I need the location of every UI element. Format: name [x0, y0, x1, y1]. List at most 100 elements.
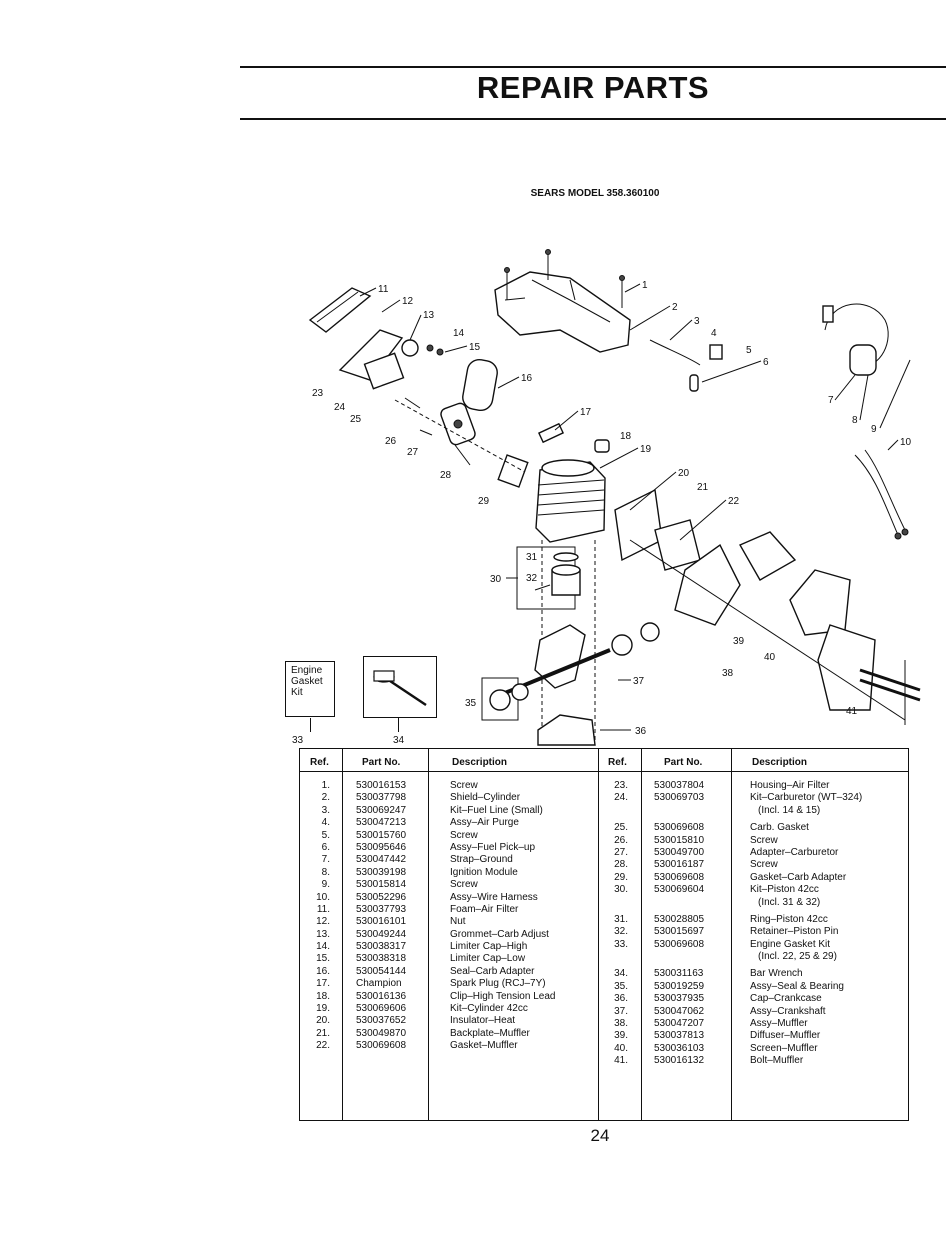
ref-cell: 9. [321, 879, 330, 891]
description-note-cell: (Incl. 22, 25 & 29) [758, 951, 837, 963]
diagram-label-35: 35 [465, 698, 477, 709]
ref-cell: 5. [321, 829, 330, 841]
ref-cell: 2. [321, 792, 330, 804]
ref-cell: 1. [321, 780, 330, 791]
ref-cell: 26. [614, 834, 628, 846]
ref-cell: 14. [316, 941, 330, 953]
description-cell: Assy–Fuel Pick–up [450, 841, 536, 853]
ref-cell: 31. [614, 913, 628, 925]
description-cell: Screw [450, 829, 478, 841]
table-divider [641, 749, 642, 1120]
description-cell: Seal–Carb Adapter [450, 965, 535, 977]
kit-ref-number: 33 [292, 735, 304, 746]
description-cell: Strap–Ground [450, 854, 513, 866]
bar-wrench-icon [373, 670, 427, 707]
description-cell: Housing–Air Filter [750, 780, 830, 791]
part-number-cell: 530038318 [356, 953, 407, 965]
ref-cell: 23. [614, 780, 628, 791]
diagram-label-7: 7 [828, 395, 834, 406]
top-rule [240, 66, 946, 68]
diagram-label-10: 10 [900, 437, 912, 448]
part-number-cell: 530049870 [356, 1027, 407, 1039]
part-number-cell: 530019259 [654, 980, 705, 992]
part-number-cell: 530036103 [654, 1042, 705, 1054]
description-cell: Carb. Gasket [750, 822, 809, 834]
description-cell: Retainer–Piston Pin [750, 926, 839, 938]
carb-adapter-drawing [394, 397, 529, 488]
part-number-cell: Champion [356, 978, 402, 990]
description-cell: Bolt–Muffler [750, 1055, 804, 1067]
table-divider [428, 749, 429, 1120]
header-part-left: Part No. [362, 757, 401, 768]
diagram-label-28: 28 [440, 470, 452, 481]
header-desc-right: Description [752, 757, 808, 768]
diagram-label-21: 21 [697, 482, 709, 493]
part-number-cell: 530016132 [654, 1055, 705, 1067]
part-number-cell: 530047062 [654, 1005, 705, 1017]
description-cell: Grommet–Carb Adjust [450, 928, 549, 940]
diagram-label-8: 8 [852, 415, 858, 426]
part-number-cell: 530037813 [654, 1030, 705, 1042]
diagram-label-29: 29 [478, 496, 490, 507]
part-number-cell: 530047442 [356, 854, 407, 866]
diagram-label-30: 30 [490, 574, 502, 585]
cylinder-drawing [535, 459, 606, 543]
part-number-cell: 530015760 [356, 829, 407, 841]
crankshaft-drawing [481, 622, 660, 746]
description-cell: Ignition Module [450, 866, 518, 878]
kit-ref-line [310, 718, 311, 732]
diagram-label-17: 17 [580, 407, 592, 418]
part-number-cell: 530016136 [356, 990, 407, 1002]
description-cell: Gasket–Carb Adapter [750, 871, 847, 883]
description-cell: Backplate–Muffler [450, 1027, 530, 1039]
diagram-label-4: 4 [711, 328, 717, 339]
ref-cell: 21. [316, 1027, 330, 1039]
part-number-cell: 530037652 [356, 1015, 407, 1027]
table-row-note: (Incl. 22, 25 & 29) [598, 951, 908, 963]
ref-cell: 24. [614, 792, 628, 804]
description-cell: Kit–Cylinder 42cc [450, 1003, 528, 1015]
diagram-labels: 11 12 13 14 15 16 17 18 19 20 21 22 23 2… [312, 280, 912, 737]
ref-cell: 38. [614, 1018, 628, 1030]
diagram-label-32: 32 [526, 573, 538, 584]
ref-cell: 16. [316, 965, 330, 977]
ref-cell: 33. [614, 938, 628, 950]
ref-cell: 35. [614, 980, 628, 992]
exploded-parts-diagram: 11 12 13 14 15 16 17 18 19 20 21 22 23 2… [308, 249, 921, 746]
part-number-cell: 530069604 [654, 884, 705, 896]
wrench-ref-line [398, 718, 399, 732]
table-row-note: (Incl. 31 & 32) [598, 897, 908, 909]
part-number-cell: 530016187 [654, 859, 705, 871]
ref-cell: 41. [614, 1055, 628, 1067]
description-cell: Screw [750, 834, 778, 846]
part-number-cell: 530039198 [356, 866, 407, 878]
ref-cell: 11. [316, 903, 330, 915]
diagram-label-23: 23 [312, 388, 324, 399]
part-number-cell: 530015814 [356, 879, 407, 891]
table-row: 41. 530016132 Bolt–Muffler [598, 1055, 908, 1067]
description-cell: Assy–Crankshaft [750, 1005, 826, 1017]
ref-cell: 15. [316, 953, 330, 965]
diagram-label-39: 39 [733, 636, 745, 647]
diagram-label-13: 13 [423, 310, 435, 321]
ref-cell: 29. [614, 871, 628, 883]
ref-cell: 19. [316, 1003, 330, 1015]
diagram-label-19: 19 [640, 444, 652, 455]
description-cell: Screen–Muffler [750, 1042, 818, 1054]
ref-cell: 40. [614, 1042, 628, 1054]
header-ref-left: Ref. [310, 757, 329, 768]
